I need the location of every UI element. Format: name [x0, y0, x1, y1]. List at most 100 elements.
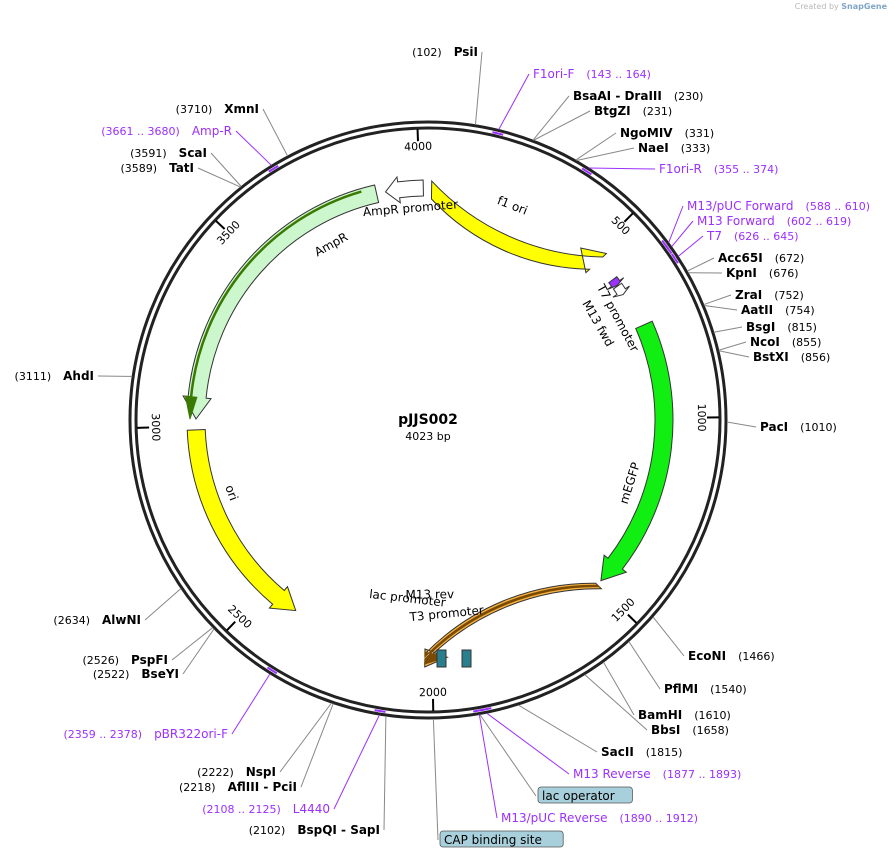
backbone-ring [128, 120, 728, 720]
site-name: SacII [601, 745, 634, 759]
plasmid-name: pJJS002 [398, 412, 458, 428]
site-f1ori-f[interactable]: F1ori-F(143 .. 164) [492, 67, 651, 136]
site-leader [584, 674, 648, 731]
site-leader [262, 108, 289, 157]
site-name: AlwNI [102, 613, 141, 627]
site-name: EcoNI [688, 649, 726, 663]
site-name: pBR322ori-F [154, 727, 228, 741]
plasmid-size: 4023 bp [405, 430, 450, 443]
site-bspqi-sapi[interactable]: BspQI - SapI(2102) [249, 716, 387, 837]
site-m13-reverse[interactable]: M13 Reverse(1877 .. 1893) [480, 707, 741, 781]
site-name: ZraI [735, 288, 762, 302]
site-scai[interactable]: ScaI(3591) [130, 146, 242, 187]
site-xmni[interactable]: XmnI(3710) [176, 102, 289, 157]
primer-mark [268, 165, 279, 173]
site-bsgi[interactable]: BsgI(815) [713, 320, 817, 334]
site-name: BsaAI - DraIII [573, 89, 662, 103]
site-f1ori-r[interactable]: F1ori-R(355 .. 374) [581, 162, 778, 176]
site-position: (1010) [800, 421, 837, 434]
site-bamhi[interactable]: BamHI (1610) [603, 661, 731, 722]
site-name: L4440 [293, 802, 330, 816]
site-name: NaeI [638, 141, 669, 155]
feature-label-megfp: mEGFP [617, 461, 643, 506]
site-position: (2634) [53, 614, 90, 627]
site-position: (815) [787, 321, 817, 334]
primer-mark [374, 709, 386, 713]
site-cap-binding-site[interactable]: CAP binding site [432, 718, 564, 848]
site-leader [603, 661, 635, 716]
site-leader [235, 130, 272, 166]
site-paci[interactable]: PacI(1010) [726, 420, 837, 434]
site-lac-operator[interactable]: lac operator [479, 714, 633, 804]
tick-mark [627, 613, 638, 624]
feature-m13-fwd [607, 275, 625, 290]
site-m13-puc-forward[interactable]: M13/pUC Forward(588 .. 610) [661, 199, 870, 251]
site-name: CAP binding site [444, 833, 542, 847]
site-position: (2102) [249, 824, 286, 837]
site-pflmi[interactable]: PflMI(1540) [628, 641, 747, 696]
badge-bg [439, 830, 564, 848]
site-leader [197, 167, 241, 188]
site-t7[interactable]: T7(626 .. 645) [671, 229, 799, 264]
backbone-outer [128, 120, 728, 720]
site-bseyi[interactable]: BseYI(2522) [93, 628, 215, 681]
site-position: (626 .. 645) [734, 230, 799, 243]
site-leader [518, 704, 598, 753]
site-name: M13 Forward [697, 214, 775, 228]
snapgene-logo: SnapGene [841, 2, 887, 11]
site-position: (2359 .. 2378) [64, 728, 143, 741]
site-ngomiv[interactable]: NgoMIV(331) [575, 126, 714, 161]
site-leader [718, 350, 750, 358]
site-name: Acc65I [718, 251, 763, 265]
site-name: M13/pUC Forward [687, 199, 794, 213]
site-leader [171, 627, 214, 661]
site-alwni[interactable]: AlwNI (2634) [53, 588, 182, 627]
site-btgzi[interactable]: BtgZI(231) [533, 104, 673, 141]
primer-mark [671, 253, 679, 264]
site-leader [300, 703, 334, 788]
site-zrai[interactable]: ZraI(752) [703, 288, 804, 306]
lac-operator-box [461, 649, 472, 668]
site-position: (2218) [179, 781, 216, 794]
site-leader [231, 673, 271, 735]
site-nspi[interactable]: NspI(2222) [197, 702, 332, 779]
site-name: BamHI [638, 708, 682, 722]
site-leader [718, 341, 747, 351]
site-sacii[interactable]: SacII(1815) [518, 704, 682, 759]
site-name: BstXI [753, 350, 789, 364]
site-leader [576, 147, 635, 162]
site-leader [703, 294, 732, 306]
site-ncoi[interactable]: NcoI(855) [718, 335, 822, 351]
site-tati[interactable]: TatI(3589) [120, 161, 241, 188]
site-ahdi[interactable]: AhdI(3111) [15, 369, 133, 383]
feature-ampr-promoter [384, 175, 424, 204]
primer-mark [664, 243, 673, 255]
site-position: (855) [792, 336, 822, 349]
site-position: (1466) [738, 650, 775, 663]
site-l4440[interactable]: L4440 (2108 .. 2125) [202, 709, 386, 816]
site-pspfi[interactable]: PspFI(2526) [82, 627, 214, 667]
site-econi[interactable]: EcoNI (1466) [652, 616, 775, 663]
site-psii[interactable]: PsiI(102) [412, 45, 483, 125]
site-leader [532, 95, 570, 141]
site-m13-puc-reverse[interactable]: M13/pUC Reverse(1890 .. 1912) [473, 708, 698, 825]
site-bbsi[interactable]: BbsI(1658) [584, 674, 729, 737]
site-name: M13/pUC Reverse [501, 811, 608, 825]
feature-label-ori: ori [222, 483, 241, 503]
site-name: lac operator [542, 789, 615, 803]
site-leader [533, 110, 591, 141]
site-position: (2108 .. 2125) [202, 803, 281, 816]
site-acc65i[interactable]: Acc65I(672) [687, 251, 804, 272]
site-bstxi[interactable]: BstXI(856) [718, 350, 830, 364]
site-kpni[interactable]: KpnI(676) [688, 266, 799, 280]
site-position: (1610) [694, 709, 731, 722]
site-name: AflIII - PciI [228, 780, 297, 794]
snapgene-credit: Created by SnapGene [795, 2, 887, 11]
site-naei[interactable]: NaeI(333) [576, 141, 711, 162]
site-afliii-pcii[interactable]: AflIII - PciI (2218) [179, 703, 334, 794]
site-bsaai-draiii[interactable]: BsaAI - DraIII(230) [532, 89, 703, 141]
site-aatii[interactable]: AatII(754) [704, 303, 815, 317]
site-m13-forward[interactable]: M13 Forward(602 .. 619) [664, 214, 851, 255]
site-amp-r[interactable]: Amp-R(3661 .. 3680) [101, 124, 279, 173]
site-pbr322ori-f[interactable]: pBR322ori-F (2359 .. 2378) [64, 666, 278, 741]
